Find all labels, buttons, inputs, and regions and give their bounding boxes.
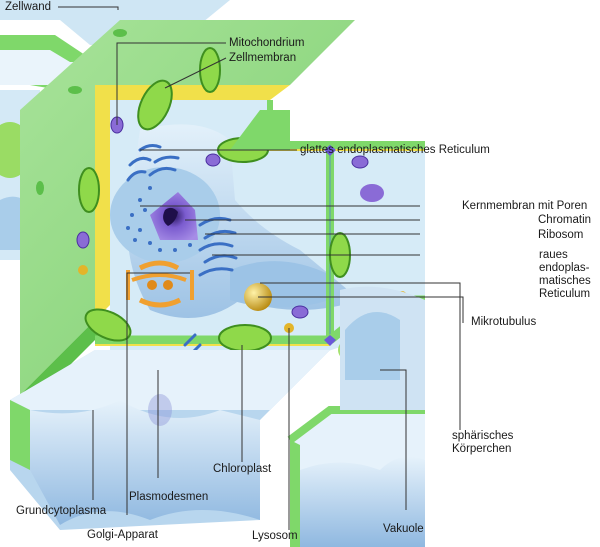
golgi-apparatus xyxy=(126,260,194,308)
label-raues-er: raues endoplas- matisches Reticulum xyxy=(539,249,591,301)
label-lysosom: Lysosom xyxy=(252,530,298,542)
label-ribosom: Ribosom xyxy=(538,229,584,241)
label-chromatin: Chromatin xyxy=(538,214,592,226)
label-golgi-apparat: Golgi-Apparat xyxy=(87,529,158,541)
smooth-er xyxy=(126,144,180,182)
mitochondria xyxy=(76,116,369,319)
label-grundcytoplasma: Grundcytoplasma xyxy=(16,505,107,517)
label-raues-er-line: raues xyxy=(539,249,568,261)
label-sphaerisches-koerperchen: sphärisches Körperchen xyxy=(452,430,513,456)
label-plasmodesmen: Plasmodesmen xyxy=(129,491,209,503)
rough-er xyxy=(198,216,238,277)
nucleus xyxy=(110,167,220,263)
lower-cells xyxy=(10,110,425,547)
label-kernmembran: Kernmembran mit Poren xyxy=(462,200,588,212)
label-vakuole: Vakuole xyxy=(383,523,424,535)
label-sphaerisches-line: sphärisches xyxy=(452,430,514,442)
vesicle xyxy=(360,184,384,202)
leader-lines xyxy=(58,6,464,530)
label-glattes-er: glattes endoplasmatisches Reticulum xyxy=(300,144,490,156)
label-zellmembran: Zellmembran xyxy=(229,52,297,64)
label-sphaerisches-line: Körperchen xyxy=(452,443,512,455)
label-raues-er-line: matisches xyxy=(539,275,591,287)
label-chloroplast: Chloroplast xyxy=(213,463,272,475)
label-mikrotubulus: Mikrotubulus xyxy=(471,316,537,328)
label-raues-er-line: endoplas- xyxy=(539,262,590,274)
label-raues-er-line: Reticulum xyxy=(539,288,591,300)
label-mitochondrium: Mitochondrium xyxy=(229,37,305,49)
label-zellwand: Zellwand xyxy=(5,1,52,13)
cell-interior xyxy=(95,100,425,360)
